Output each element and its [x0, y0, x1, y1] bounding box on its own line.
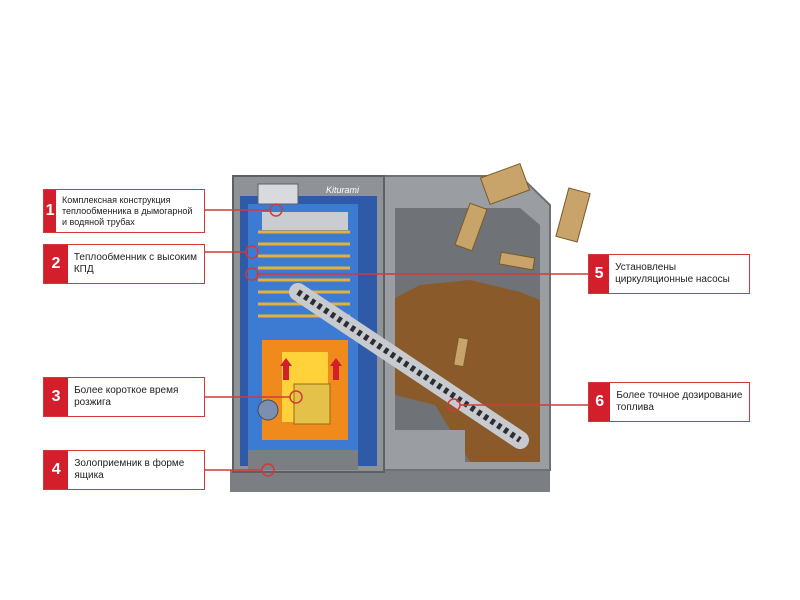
ash-drawer: [248, 450, 358, 470]
callout-text: Золоприемник в форме ящика: [68, 451, 204, 489]
callout-number: 3: [44, 378, 68, 416]
boiler-base: [230, 470, 550, 492]
brand-logo: Kiturami: [326, 185, 360, 195]
callout-text: Установлены циркуляционные насосы: [609, 255, 749, 293]
callout-text: Более точное дозирование топлива: [610, 383, 749, 421]
callout-number: 6: [589, 383, 610, 421]
callout-4: 4 Золоприемник в форме ящика: [43, 450, 205, 490]
callout-text: Теплообменник с высоким КПД: [68, 245, 204, 283]
callout-5: 5 Установлены циркуляционные насосы: [588, 254, 750, 294]
callout-2: 2 Теплообменник с высоким КПД: [43, 244, 205, 284]
hopper-lower-cavity: [395, 430, 465, 462]
flue-chamber: [262, 212, 348, 230]
blower-fan: [258, 400, 278, 420]
callout-text: Комплексная конструкция теплообменника в…: [56, 190, 204, 232]
callout-number: 5: [589, 255, 609, 293]
control-panel: [258, 184, 298, 204]
callout-text: Более короткое время розжига: [68, 378, 204, 416]
callout-number: 4: [44, 451, 68, 489]
callout-number: 2: [44, 245, 68, 283]
callout-3: 3 Более короткое время розжига: [43, 377, 205, 417]
callout-number: 1: [44, 190, 56, 232]
burner: [294, 384, 330, 424]
callout-6: 6 Более точное дозирование топлива: [588, 382, 750, 422]
callout-1: 1 Комплексная конструкция теплообменника…: [43, 189, 205, 233]
